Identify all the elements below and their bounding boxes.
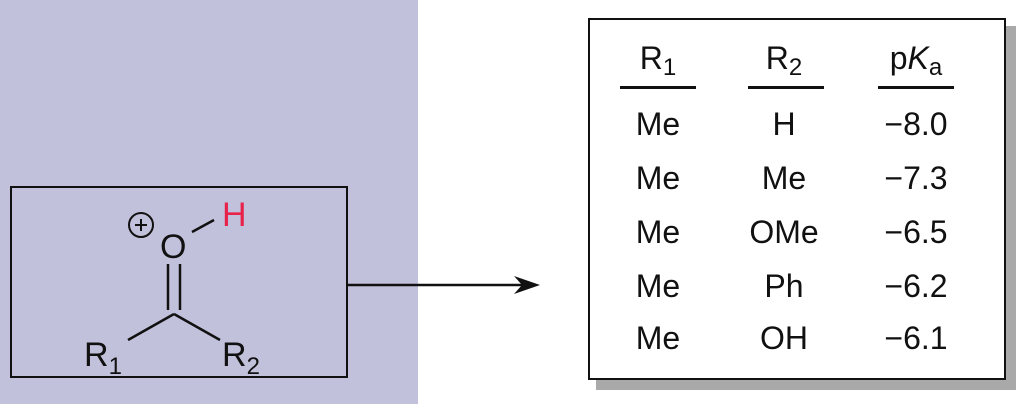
cell-r1: Me (635, 268, 681, 304)
cell-pka: −7.3 (884, 160, 948, 196)
arrow-head-icon (514, 276, 540, 294)
plus-circle-icon (128, 212, 154, 238)
cell-r1: Me (635, 320, 681, 356)
r2-label: R2 (222, 336, 260, 380)
r1-label: R1 (84, 336, 122, 380)
cell-r2: OMe (749, 214, 819, 250)
cell-r1: Me (635, 106, 681, 142)
left-panel-background (0, 0, 418, 404)
header-r1: R1 (639, 40, 677, 81)
arrow (348, 276, 540, 294)
cell-r2: Ph (764, 268, 804, 304)
cell-r2: Me (761, 160, 807, 196)
cell-r2: OH (760, 320, 808, 356)
molecule-bonds (127, 218, 221, 342)
header-pka: pKa (889, 40, 943, 81)
c-r2-bond (173, 312, 221, 342)
hydrogen-atom: H (222, 196, 247, 234)
header-rule-r2 (748, 86, 824, 89)
o-h-bond (191, 218, 215, 234)
pka-table: R1 Me Me Me Me Me R2 H Me OMe Ph OH pKa … (588, 18, 1006, 380)
cell-pka: −6.5 (884, 214, 948, 250)
header-r2: R2 (765, 40, 803, 81)
oxygen-atom: O (160, 228, 187, 266)
cell-r2: H (772, 106, 796, 142)
cell-pka: −8.0 (884, 106, 948, 142)
cell-r1: Me (635, 214, 681, 250)
header-rule-r1 (620, 86, 696, 89)
header-rule-pka (878, 86, 954, 89)
cell-r1: Me (635, 160, 681, 196)
cell-pka: −6.1 (884, 320, 948, 356)
structure-frame (10, 186, 348, 378)
c-r1-bond (127, 312, 175, 342)
cell-pka: −6.2 (884, 268, 948, 304)
